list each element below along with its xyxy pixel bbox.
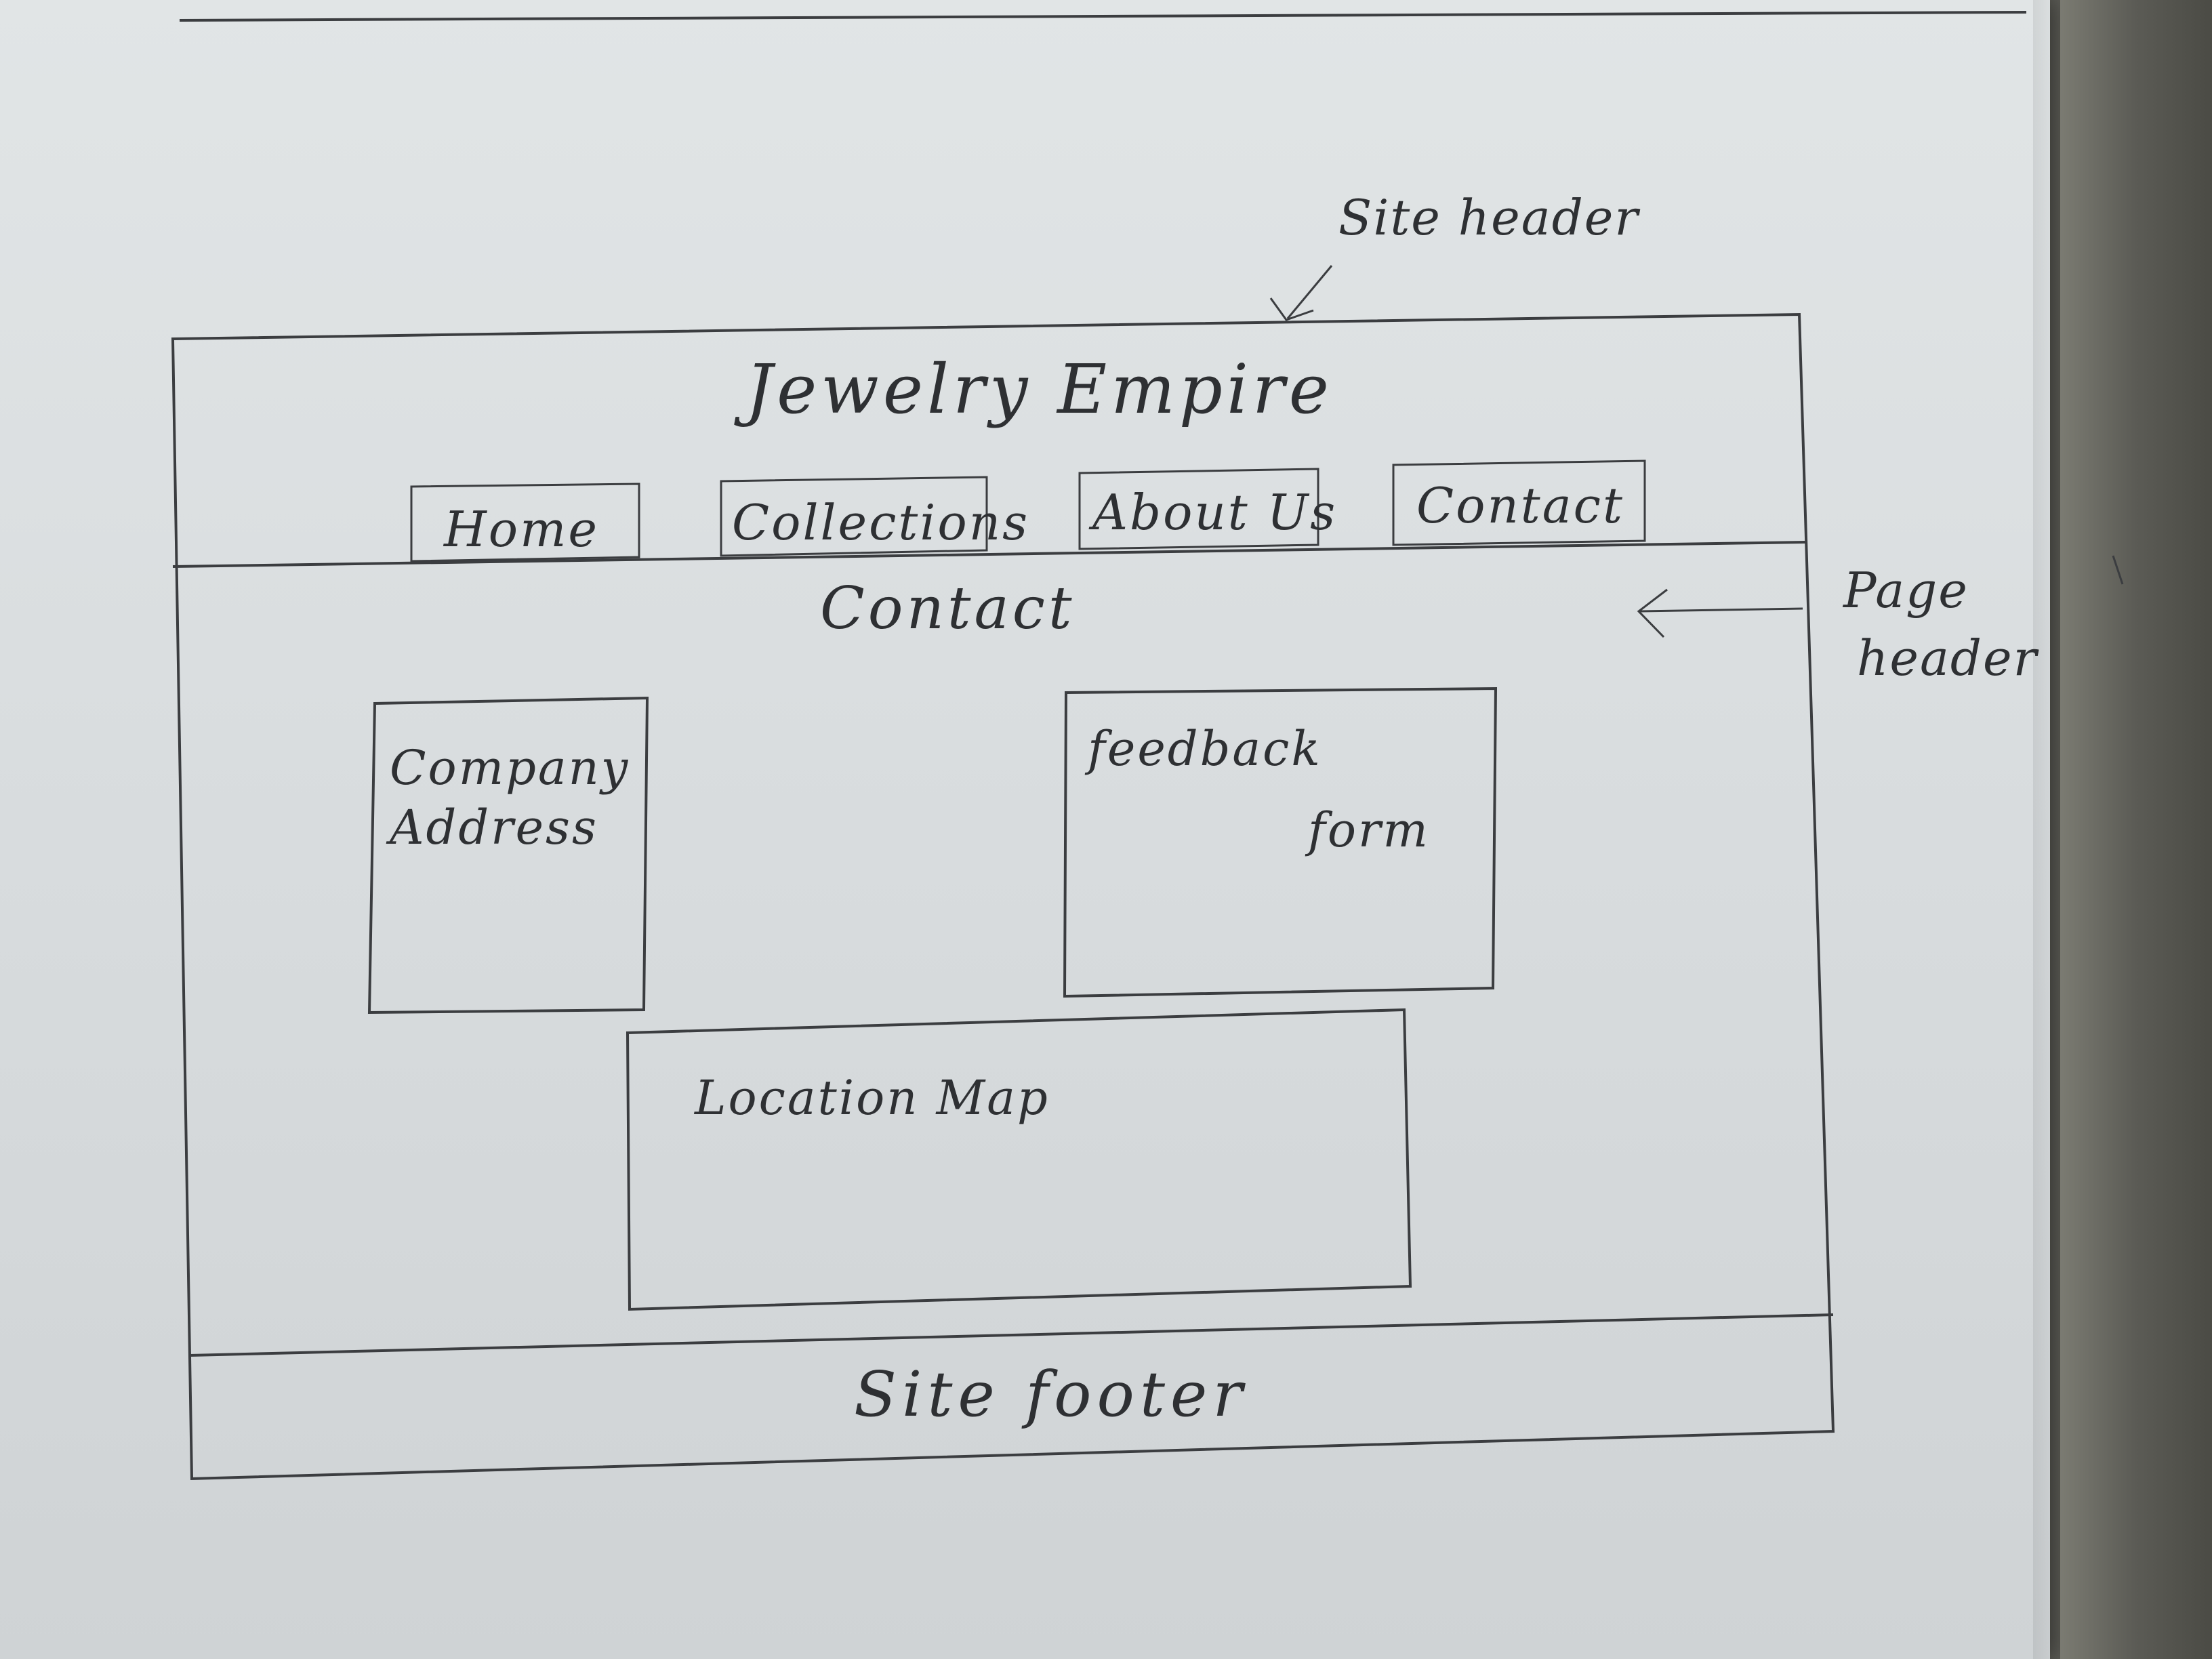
site-title: Jewelry Empire xyxy=(745,350,1333,429)
nav-box-collections xyxy=(720,476,988,557)
stray-pencil-mark xyxy=(2112,555,2124,585)
desk-background xyxy=(2060,0,2212,1659)
nav-about-label: About Us xyxy=(1092,484,1338,541)
paper-sheet xyxy=(0,0,2050,1659)
annotation-page-header-line2: header xyxy=(1857,630,2039,687)
company-address-box xyxy=(367,696,649,1015)
feedback-form-box xyxy=(1063,687,1498,998)
company-address-label: Company Address xyxy=(390,740,630,855)
annotation-site-header: Site header xyxy=(1338,189,1639,246)
feedback-form-label-line1: feedback xyxy=(1088,721,1322,777)
nav-box-home xyxy=(410,483,640,562)
nav-collections-label: Collections xyxy=(732,494,1030,551)
location-map-box xyxy=(626,1008,1412,1311)
site-footer-divider xyxy=(189,1313,1834,1357)
site-header-divider xyxy=(172,541,1807,568)
site-footer-label: Site footer xyxy=(854,1358,1248,1431)
nav-box-contact xyxy=(1392,459,1646,546)
page-frame xyxy=(171,312,1835,1481)
nav-contact-label: Contact xyxy=(1416,477,1624,534)
page-header-arrow-shaft xyxy=(1639,607,1803,613)
annotation-page-header-line1: Page xyxy=(1843,562,1969,619)
nav-home-label: Home xyxy=(444,501,600,558)
page-title: Contact xyxy=(820,575,1076,642)
site-header-arrow-head xyxy=(1269,298,1314,321)
feedback-form-label-line2: form xyxy=(1308,802,1430,858)
site-header-arrow-shaft xyxy=(1286,265,1333,319)
location-map-label: Location Map xyxy=(695,1070,1050,1126)
nav-box-about xyxy=(1078,468,1319,550)
previous-sketch-line xyxy=(179,11,2027,22)
page-header-arrow-head xyxy=(1637,588,1668,638)
paper-edge-shadow xyxy=(2033,0,2060,1659)
